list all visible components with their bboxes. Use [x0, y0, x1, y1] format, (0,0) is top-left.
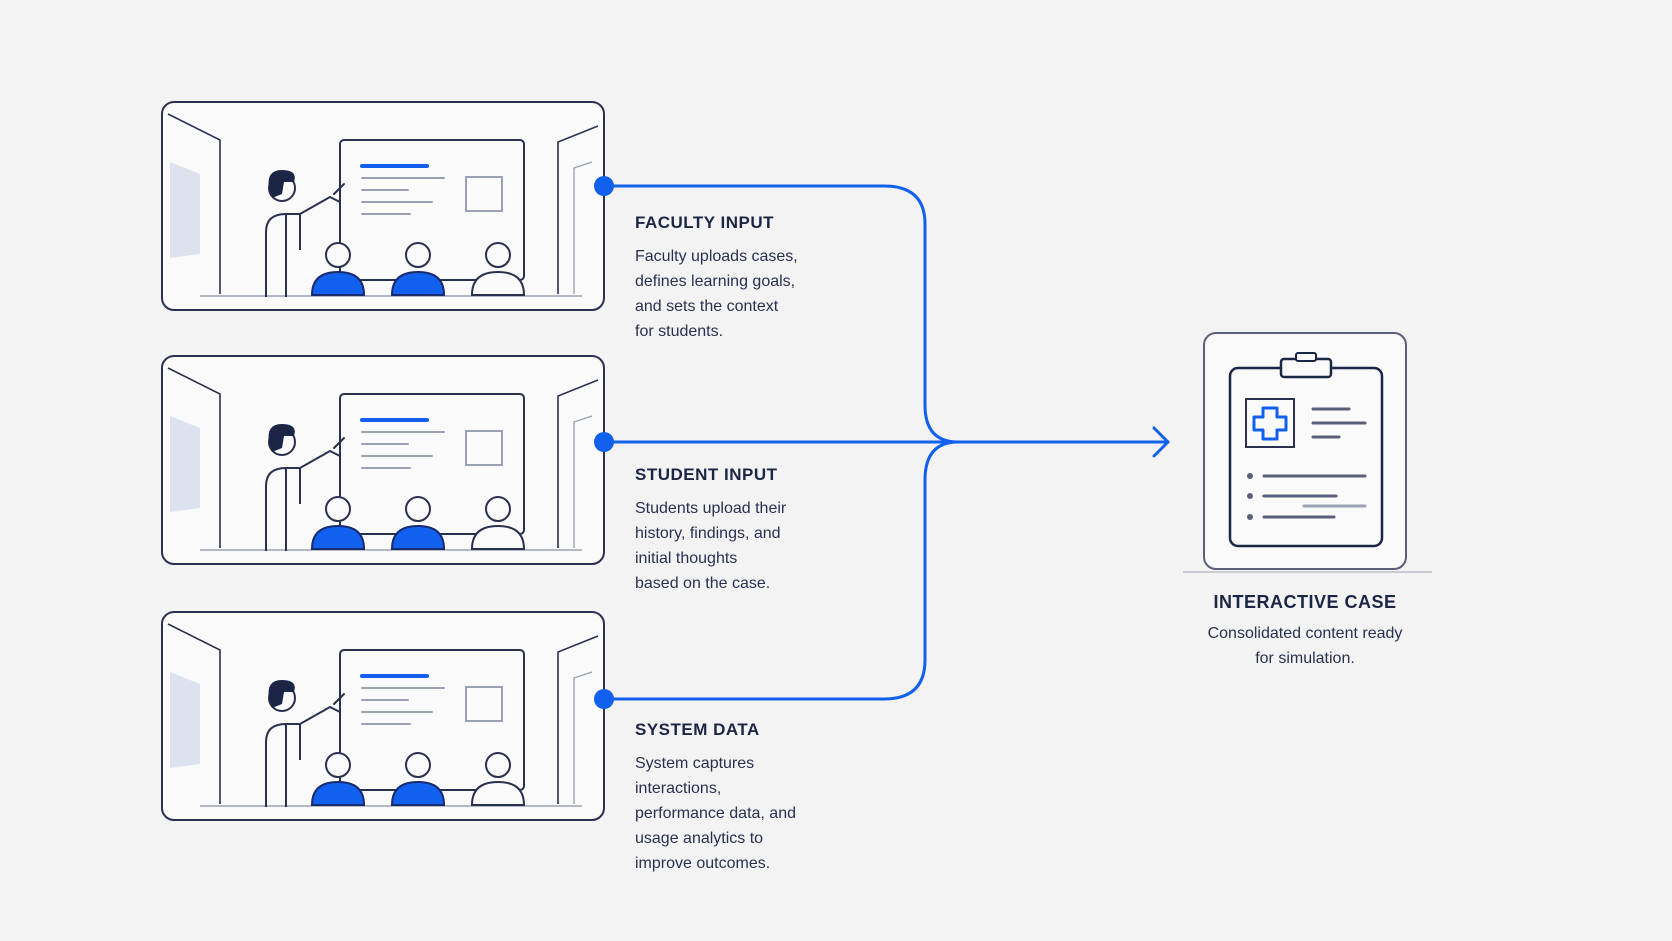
system-data-title: SYSTEM DATA: [635, 720, 760, 739]
interactive-case-desc: Consolidated content ready for simulatio…: [1207, 625, 1403, 667]
faculty-node: [594, 176, 614, 196]
system-data-desc: System captures interactions, performanc…: [635, 755, 796, 872]
faculty-input-title: FACULTY INPUT: [635, 213, 775, 232]
interactive-case-label: INTERACTIVE CASE Consolidated content re…: [1170, 592, 1440, 671]
student-node: [594, 432, 614, 452]
arrow-head-icon: [1152, 426, 1170, 458]
system-node: [594, 689, 614, 709]
system-scene-icon: [160, 610, 606, 822]
system-data-label: SYSTEM DATA System captures interactions…: [635, 720, 796, 876]
student-scene-icon: [160, 354, 606, 566]
faculty-input-label: FACULTY INPUT Faculty uploads cases, def…: [635, 213, 798, 344]
student-input-desc: Students upload their history, findings,…: [635, 500, 787, 592]
student-input-title: STUDENT INPUT: [635, 465, 778, 484]
faculty-connector: [602, 184, 960, 444]
faculty-input-desc: Faculty uploads cases, defines learning …: [635, 248, 798, 340]
interactive-case-title: INTERACTIVE CASE: [1213, 592, 1397, 612]
system-connector: [602, 440, 960, 701]
student-input-label: STUDENT INPUT Students upload their hist…: [635, 465, 786, 596]
clipboard-medical-icon: [1183, 332, 1432, 573]
faculty-scene-icon: [160, 100, 606, 312]
